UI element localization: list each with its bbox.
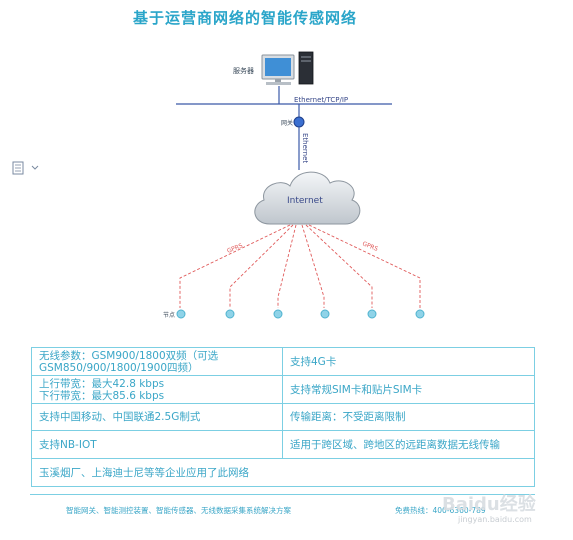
sensor-node	[225, 309, 235, 319]
downlink-text: 下行带宽：最大85.6 kbps	[39, 389, 165, 402]
footer-solutions-text: 智能网关、智能测控装置、智能传感器、无线数据采集系统解决方案	[66, 506, 291, 515]
sensor-node	[273, 309, 283, 319]
table-cell: 支持4G卡	[282, 347, 535, 376]
cloud-label: Internet	[287, 196, 323, 206]
table-cell: 适用于跨区域、跨地区的远距离数据无线传输	[282, 430, 535, 459]
gateway-label: 网关	[281, 119, 293, 127]
footer-hotline-text: 免费热线：400-6360-789	[395, 506, 486, 515]
table-row: 玉溪烟厂、上海迪士尼等等企业应用了此网络	[31, 458, 535, 487]
diagram-title: 基于运营商网络的智能传感网络	[132, 9, 357, 27]
gprs-left-label: GPRS	[226, 242, 244, 255]
network-diagram: 服务器 Ethernet/TCP/IP 网关 Ethernet Internet…	[12, 51, 425, 319]
sensor-node	[415, 309, 425, 319]
sensor-node	[367, 309, 377, 319]
sensor-node	[176, 309, 186, 319]
table-row: 支持NB-IOT 适用于跨区域、跨地区的远距离数据无线传输	[31, 430, 535, 459]
gateway-icon	[293, 116, 305, 128]
ethernet-tcpip-label: Ethernet/TCP/IP	[294, 96, 348, 104]
table-cell: 玉溪烟厂、上海迪士尼等等企业应用了此网络	[31, 458, 535, 487]
server-label: 服务器	[233, 66, 254, 75]
table-cell: 支持中国移动、中国联通2.5G制式	[31, 403, 283, 431]
sensor-node	[320, 309, 330, 319]
ethernet-label: Ethernet	[301, 133, 309, 163]
table-cell: 支持常规SIM卡和贴片SIM卡	[282, 375, 535, 404]
chevron-down-icon[interactable]	[31, 165, 39, 170]
sensor-nodes	[176, 309, 425, 319]
table-row: 支持中国移动、中国联通2.5G制式 传输距离：不受距离限制	[31, 403, 535, 431]
table-row: 上行带宽：最大42.8 kbps 下行带宽：最大85.6 kbps 支持常规SI…	[31, 375, 535, 404]
node-label: 节点	[163, 311, 175, 319]
document-icon[interactable]	[12, 161, 24, 175]
server-tower-icon	[298, 51, 314, 85]
table-cell: 支持NB-IOT	[31, 430, 283, 459]
table-cell: 无线参数：GSM900/1800双频（可选GSM850/900/1800/190…	[31, 347, 283, 376]
gprs-links	[179, 224, 421, 308]
table-cell: 上行带宽：最大42.8 kbps 下行带宽：最大85.6 kbps	[31, 375, 283, 404]
computer-icon	[261, 54, 295, 85]
table-row: 无线参数：GSM900/1800双频（可选GSM850/900/1800/190…	[31, 347, 535, 376]
spec-table: 无线参数：GSM900/1800双频（可选GSM850/900/1800/190…	[31, 347, 535, 487]
svg-text:Baidu经验: Baidu经验	[442, 493, 537, 515]
footer-divider	[30, 494, 535, 495]
cloud-icon	[254, 171, 361, 225]
baidu-watermark-logo: Baidu经验 jingyan.baidu.com	[442, 493, 537, 524]
uplink-text: 上行带宽：最大42.8 kbps	[39, 377, 165, 390]
table-cell: 传输距离：不受距离限制	[282, 403, 535, 431]
svg-text:jingyan.baidu.com: jingyan.baidu.com	[457, 515, 532, 524]
